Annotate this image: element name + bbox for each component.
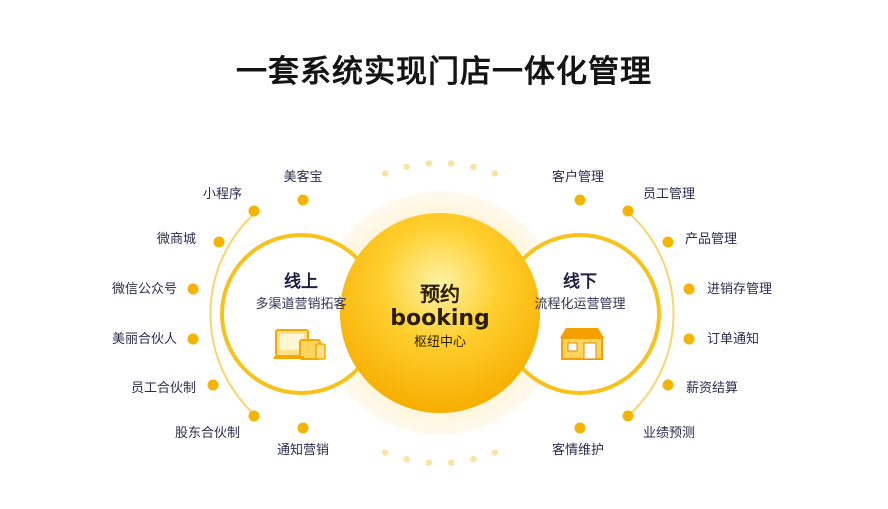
online-node-dot	[248, 205, 260, 217]
online-item: 微商城	[156, 232, 196, 247]
online-node-dot	[187, 333, 199, 345]
offline-arc	[627, 211, 675, 417]
offline-item: 进销存管理	[707, 282, 773, 297]
ring-dot	[491, 449, 498, 456]
ring-dot	[448, 459, 455, 466]
store-icon	[560, 328, 604, 360]
ring-dot	[448, 160, 455, 167]
offline-node-dot	[683, 283, 695, 295]
online-item: 通知营销	[276, 443, 330, 458]
offline-node-dot	[574, 194, 586, 206]
offline-item: 员工管理	[643, 187, 696, 202]
offline-node-dot	[622, 410, 634, 422]
online-item: 微信公众号	[111, 282, 177, 297]
ring-dot	[382, 170, 389, 177]
online-item: 美客宝	[283, 170, 323, 185]
core-caption: 枢纽中心	[413, 335, 466, 350]
offline-item: 薪资结算	[686, 381, 739, 396]
offline-node-dot	[662, 236, 674, 248]
online-item: 小程序	[202, 187, 242, 202]
online-node-dot	[297, 422, 309, 434]
devices-icon	[274, 329, 326, 360]
online-item: 员工合伙制	[130, 381, 196, 396]
offline-node-dot	[622, 205, 634, 217]
ring-dot	[425, 459, 432, 466]
offline-hub-title: 线下	[562, 272, 597, 292]
ring-dot	[491, 170, 498, 177]
core-title: 预约	[420, 282, 460, 306]
online-node-dot	[187, 283, 199, 295]
ring-dot	[470, 456, 477, 463]
offline-node-dot	[662, 379, 674, 391]
core-circle	[340, 213, 540, 413]
ring-dot	[403, 456, 410, 463]
online-hub-title: 线上	[283, 272, 318, 292]
offline-hub: 线下 流程化运营管理	[534, 272, 625, 314]
offline-item: 客户管理	[551, 170, 605, 185]
offline-item: 产品管理	[685, 232, 738, 247]
online-item: 股东合伙制	[174, 426, 240, 441]
dotted-ring	[382, 160, 498, 466]
offline-hub-subtitle: 流程化运营管理	[534, 297, 626, 312]
ring-dot	[403, 163, 410, 170]
online-item: 美丽合伙人	[111, 332, 177, 347]
ring-dot	[425, 160, 432, 167]
offline-node-dot	[683, 333, 695, 345]
ring-dot	[382, 449, 389, 456]
offline-node-dot	[574, 422, 586, 434]
ring-dot	[470, 163, 477, 170]
online-node-dot	[207, 379, 219, 391]
online-node-dot	[297, 194, 309, 206]
offline-item: 客情维护	[551, 443, 605, 458]
online-node-dot	[213, 236, 225, 248]
page-title: 一套系统实现门店一体化管理	[236, 54, 652, 90]
core-hub: 预约 booking 枢纽中心	[390, 282, 490, 352]
offline-item: 业绩预测	[643, 426, 696, 441]
online-hub-subtitle: 多渠道营销拓客	[255, 297, 347, 312]
online-hub: 线上 多渠道营销拓客	[255, 272, 346, 314]
online-node-dot	[248, 410, 260, 422]
offline-item: 订单通知	[707, 332, 760, 347]
online-arc	[209, 211, 257, 417]
core-subtitle: booking	[390, 306, 490, 331]
